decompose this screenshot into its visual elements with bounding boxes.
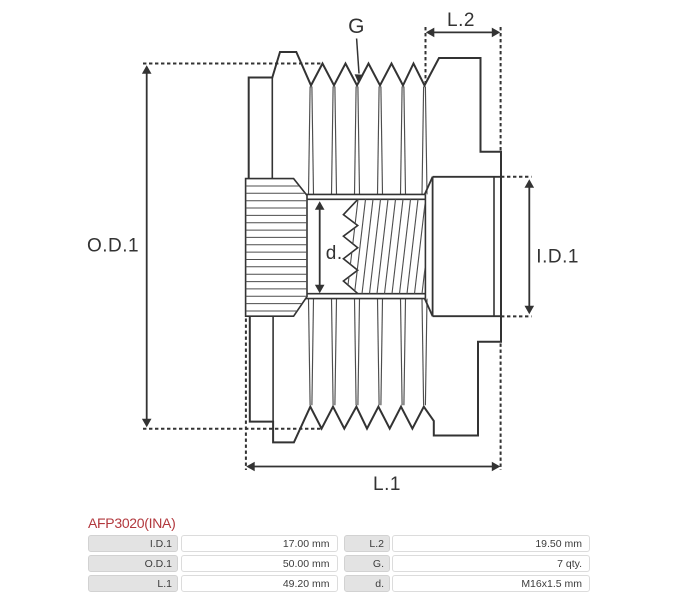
- svg-text:O.D.1: O.D.1: [87, 236, 139, 257]
- svg-text:I.D.1: I.D.1: [536, 247, 579, 268]
- svg-text:L.1: L.1: [373, 474, 401, 495]
- svg-text:L.2: L.2: [447, 10, 475, 31]
- svg-text:d.: d.: [326, 243, 343, 264]
- svg-text:G: G: [348, 15, 365, 38]
